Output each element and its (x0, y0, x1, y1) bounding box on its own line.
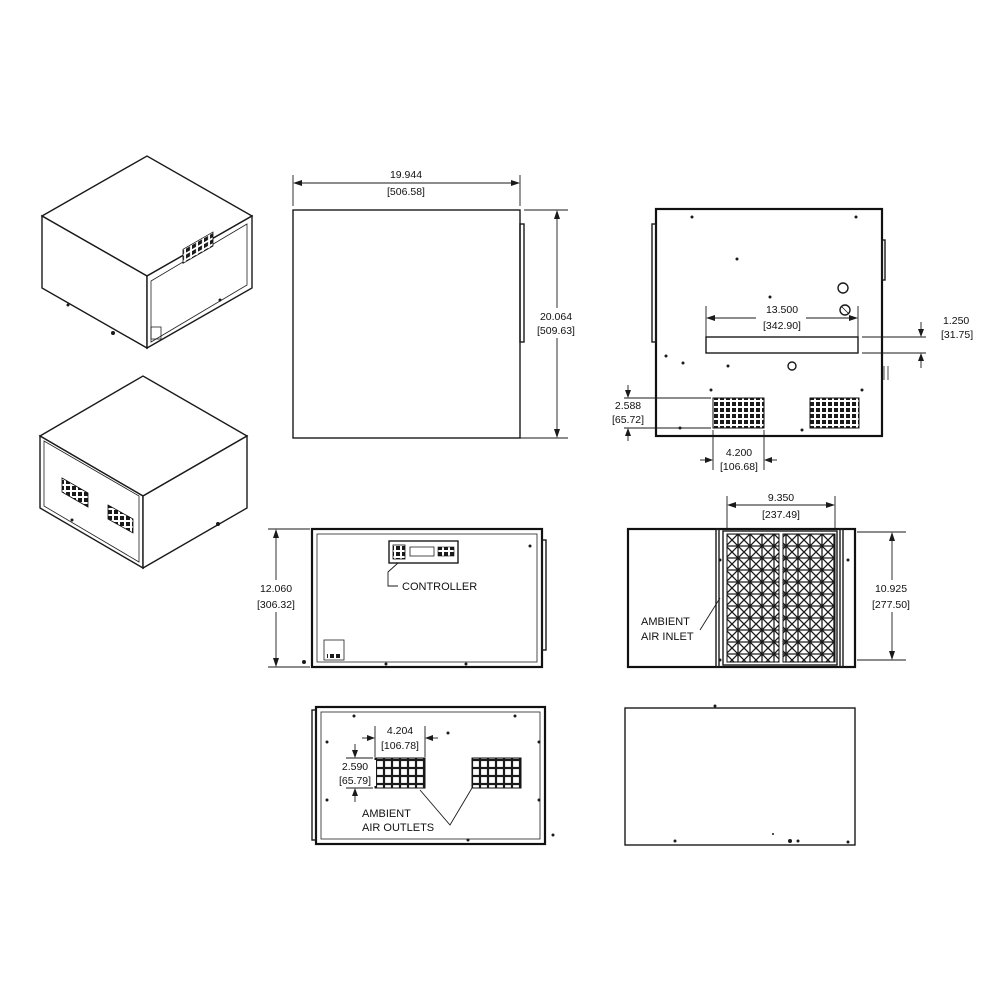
front-view: CONTROLLER 12.060 [306.32] (252, 527, 547, 669)
slot-width-in: 13.500 (766, 304, 798, 316)
outlet-width-in: 4.204 (387, 725, 413, 737)
side-view: 9.350 [237.49] 10.925 [277.50] AMBIENT A… (626, 492, 916, 669)
isometric-view-rear (38, 375, 249, 570)
inlet-width-mm: [237.49] (762, 509, 800, 521)
top-width-in: 19.944 (390, 169, 422, 181)
iso-vent-right-icon (107, 504, 134, 534)
outlet-width-mm: [106.78] (381, 740, 419, 752)
air-inlet-filter-left-icon (726, 533, 780, 663)
inlet-width-in: 9.350 (768, 492, 794, 504)
vent-height-in: 2.588 (615, 400, 641, 412)
rear-top-view: 13.500 [342.90] 1.250 [31.75] 2.588 [65.… (606, 207, 973, 473)
vent-width-mm: [106.68] (720, 461, 758, 473)
top-view: 19.944 [506.58] 20.064 [509.63] (292, 169, 580, 439)
slot-height-mm: [31.75] (941, 329, 973, 341)
outlet-height-in: 2.590 (342, 761, 368, 773)
air-outlet-left-icon (374, 757, 426, 789)
top-height-mm: [509.63] (537, 325, 575, 337)
iso-badge-icon (150, 326, 162, 340)
controller-panel-icon (388, 540, 459, 564)
rear-top-vent-right-icon (809, 397, 860, 429)
inlet-height-in: 10.925 (875, 583, 907, 595)
slot-height-in: 1.250 (943, 315, 969, 327)
rear-view: 4.204 [106.78] 2.590 [65.79] AMBIENT AIR… (311, 705, 555, 846)
vent-width-in: 4.200 (726, 447, 752, 459)
front-badge-icon (323, 639, 345, 661)
air-outlet-right-icon (471, 757, 522, 789)
inlet-label-line1: AMBIENT (641, 616, 690, 628)
isometric-view-front (40, 155, 254, 350)
vent-height-mm: [65.72] (612, 414, 644, 426)
top-width-mm: [506.58] (387, 186, 425, 198)
controller-label: CONTROLLER (402, 581, 477, 593)
inlet-label-line2: AIR INLET (641, 631, 694, 643)
air-inlet-filter-right-icon (782, 533, 836, 663)
front-height-in: 12.060 (260, 583, 292, 595)
outlet-label-line2: AIR OUTLETS (362, 822, 434, 834)
blank-side-view (624, 704, 856, 846)
outlet-height-mm: [65.79] (339, 775, 371, 787)
slot-width-mm: [342.90] (763, 320, 801, 332)
outlet-label-line1: AMBIENT (362, 808, 411, 820)
front-height-mm: [306.32] (257, 599, 295, 611)
rear-top-vent-left-icon (712, 397, 765, 429)
iso-controller-icon (182, 231, 214, 264)
iso-vent-left-icon (61, 477, 89, 508)
inlet-height-mm: [277.50] (872, 599, 910, 611)
top-height-in: 20.064 (540, 311, 572, 323)
